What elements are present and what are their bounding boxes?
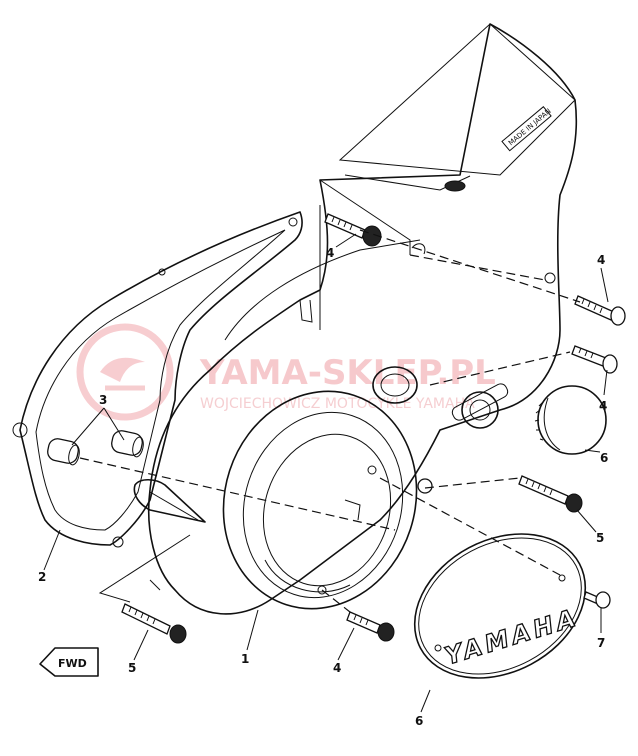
callout-7: 7 — [597, 636, 605, 650]
watermark-logo-icon — [76, 323, 174, 421]
callout-4-right-upper: 4 — [597, 253, 605, 267]
fwd-arrow: FWD — [39, 647, 99, 677]
callout-4-right-lower: 4 — [599, 399, 607, 413]
svg-text:MADE IN JAPAN: MADE IN JAPAN — [507, 107, 553, 147]
bolt-part-4-right-lower — [571, 345, 618, 374]
callout-1: 1 — [241, 652, 249, 666]
assembly-lines — [79, 179, 581, 613]
dowel-pins-part-3 — [47, 430, 144, 466]
callout-2: 2 — [38, 570, 46, 584]
gasket-part-2 — [12, 211, 303, 548]
bolt-part-5-right — [518, 475, 583, 513]
bolt-part-4-bottom — [346, 611, 395, 642]
callout-4-top: 4 — [326, 246, 334, 260]
callout-6-cap: 6 — [600, 451, 608, 465]
callouts: 3 4 4 4 6 5 7 6 4 1 5 2 — [38, 233, 609, 728]
screw-part-7 — [583, 591, 611, 609]
bolt-part-4-right-upper — [574, 295, 626, 326]
callout-6-cover: 6 — [415, 714, 423, 728]
callout-3: 3 — [99, 393, 107, 407]
callout-5-left: 5 — [128, 661, 136, 675]
svg-text:FWD: FWD — [58, 657, 87, 670]
bolt-part-4-top — [324, 213, 382, 247]
cover-plate-part-6: YAMAHA — [413, 533, 587, 679]
made-in-japan-stamp: MADE IN JAPAN — [501, 106, 553, 152]
cover-logo-text: YAMAHA — [441, 603, 582, 670]
watermark: YAMA-SKLEP.PL WOJCIECHOWICZ MOTOCYKLE YA… — [76, 323, 496, 421]
callout-4-bottom: 4 — [333, 661, 341, 675]
check-cap-part-6 — [534, 385, 607, 455]
bolt-part-5-left — [121, 603, 187, 644]
watermark-subtext: WOJCIECHOWICZ MOTOCYKLE YAMAHA — [200, 396, 475, 412]
watermark-text: YAMA-SKLEP.PL — [199, 353, 496, 393]
crankcase-cover-part-1: MADE IN JAPAN — [133, 23, 578, 615]
callout-5-right: 5 — [596, 531, 604, 545]
